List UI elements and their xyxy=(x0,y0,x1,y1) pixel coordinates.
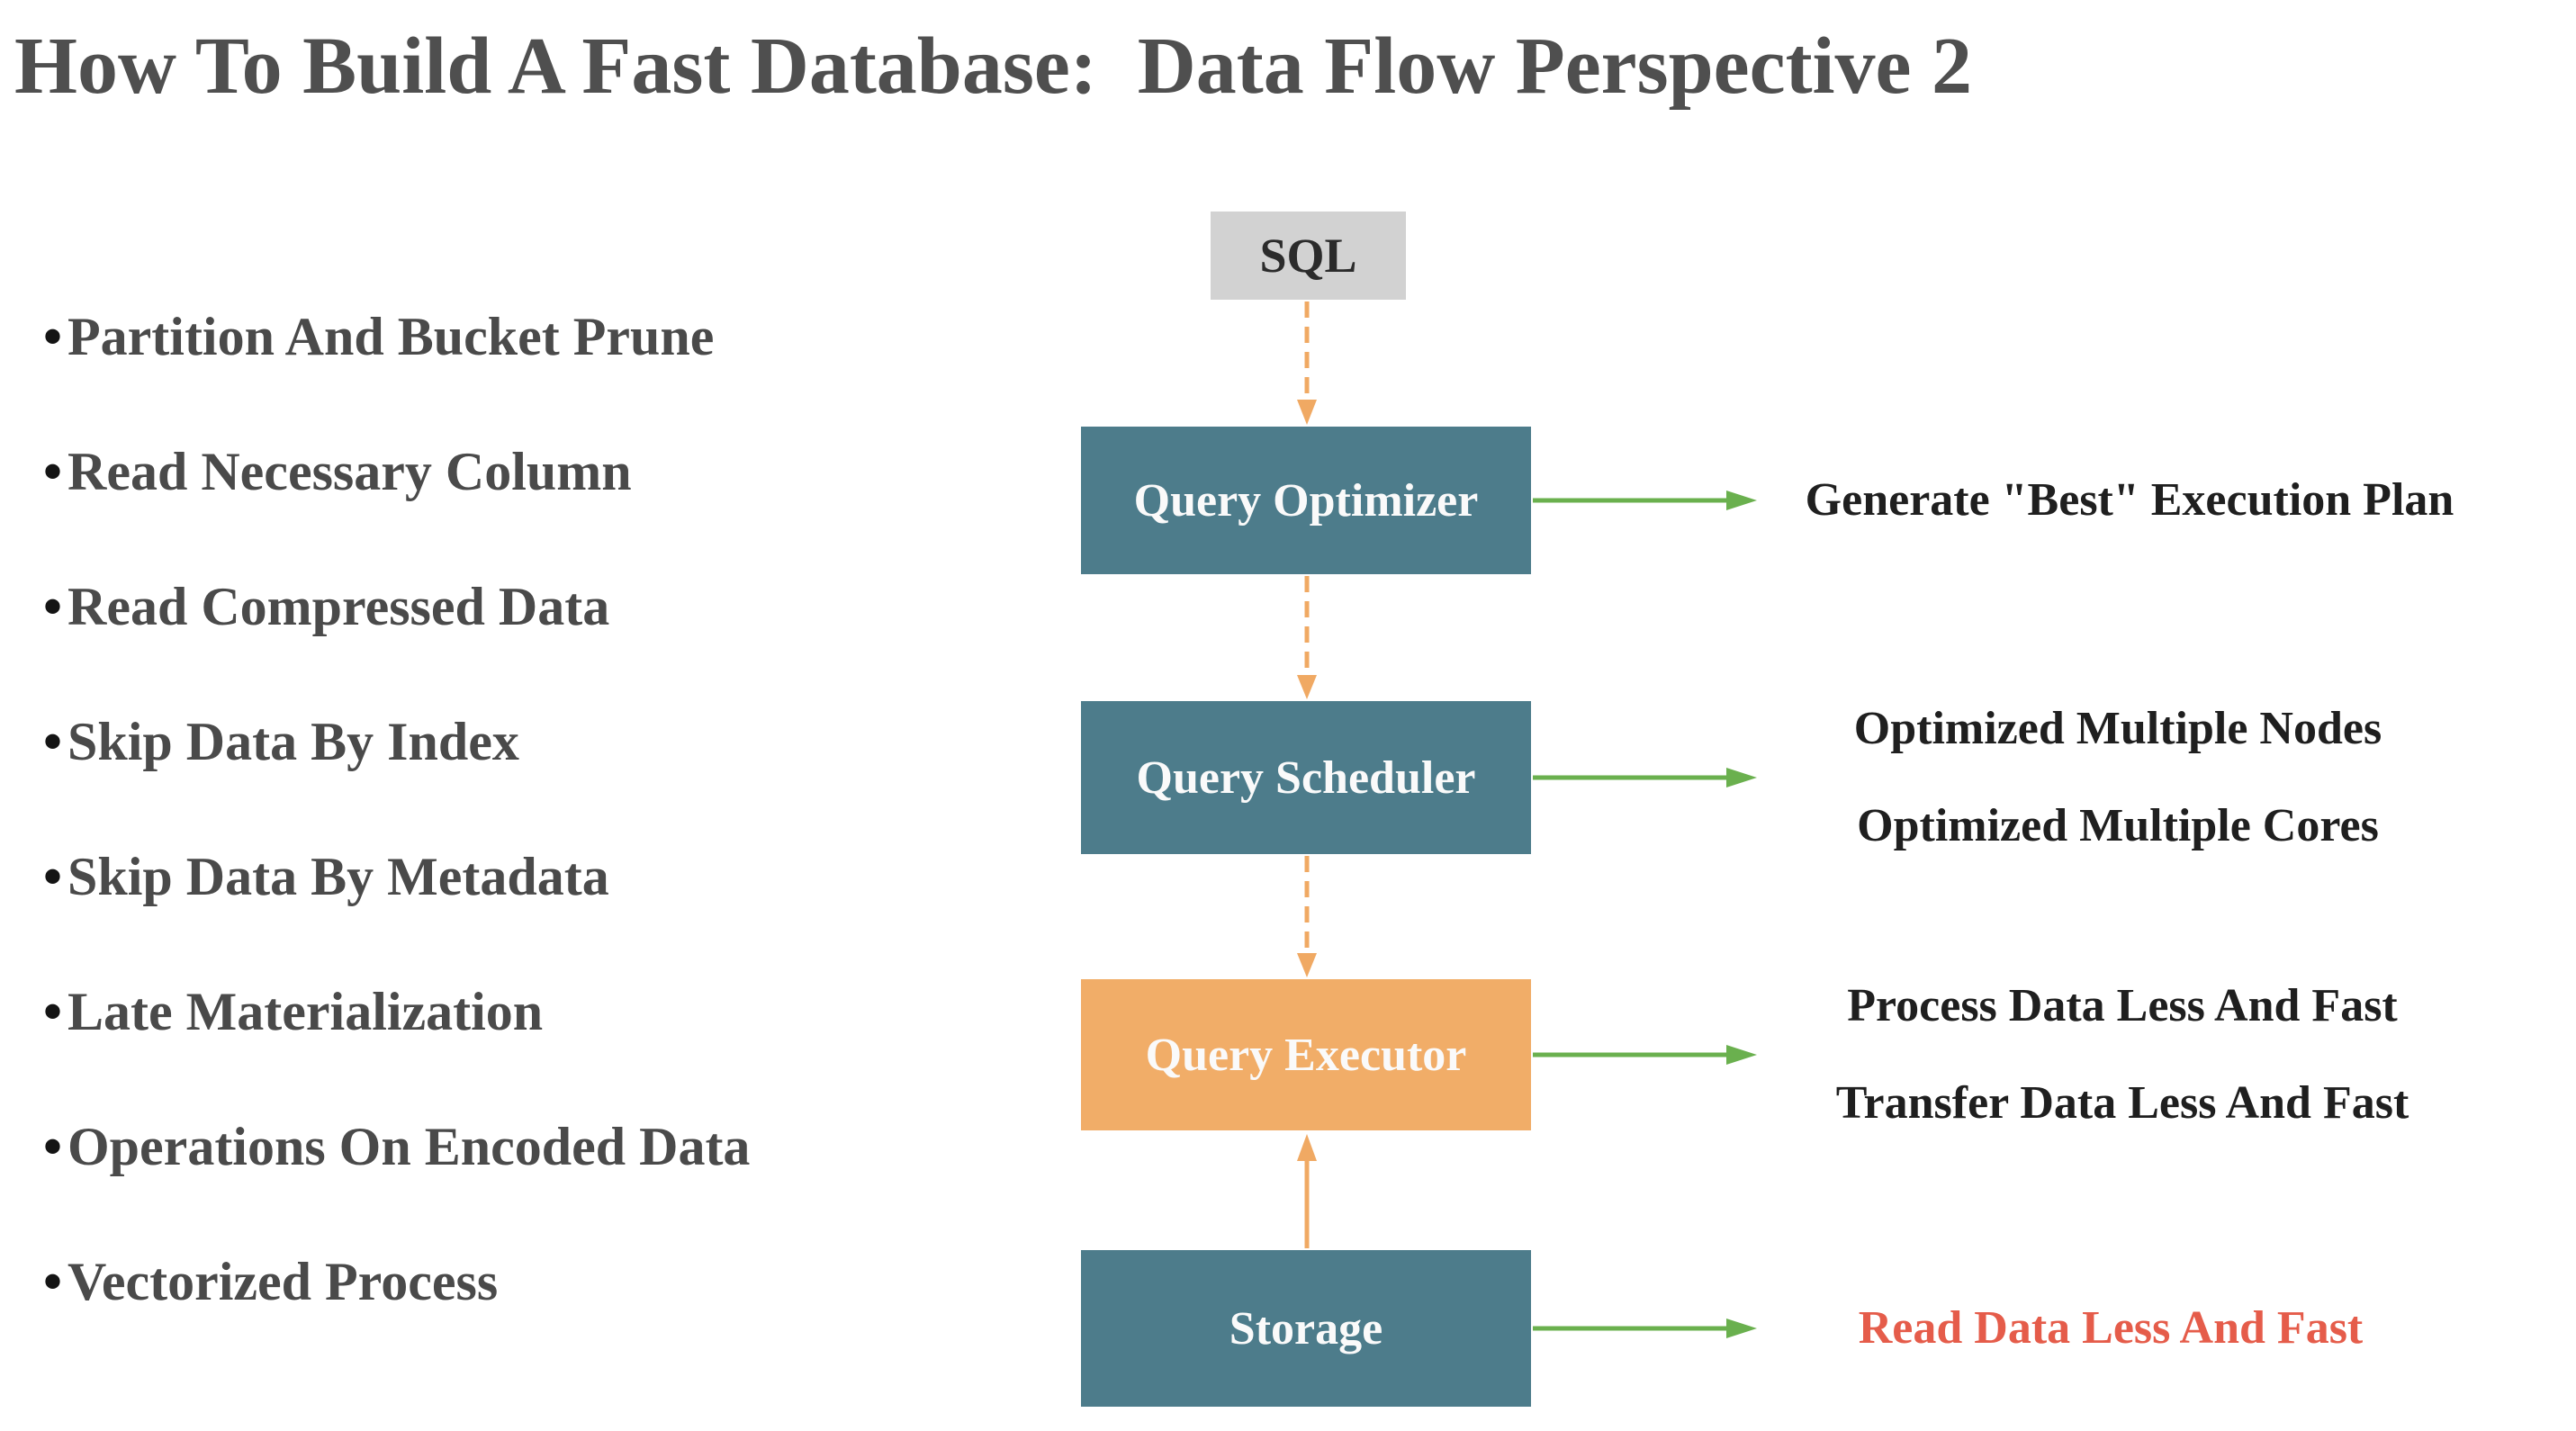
bullet-icon: • xyxy=(43,1116,63,1176)
annotation-line: Transfer Data Less And Fast xyxy=(1835,1077,2409,1129)
arrow-scheduler-to-executor xyxy=(1297,856,1317,977)
bullet-icon: • xyxy=(43,846,63,906)
arrow-scheduler-to-annotation xyxy=(1533,768,1757,788)
node-label: Storage xyxy=(1229,1302,1383,1354)
node-label: Query Executor xyxy=(1145,1029,1467,1081)
annotation-optimizer: Generate "Best" Execution Plan xyxy=(1806,475,2454,526)
annotation-line: Optimized Multiple Cores xyxy=(1857,800,2379,851)
bullet-icon: • xyxy=(43,1251,63,1311)
flow-node-sql: SQL xyxy=(1211,212,1406,300)
node-label: Query Scheduler xyxy=(1136,752,1476,804)
bullet-label: Late Materialization xyxy=(68,981,544,1041)
annotation-line: Generate "Best" Execution Plan xyxy=(1805,474,2454,526)
bullet-label: Read Necessary Column xyxy=(68,441,632,501)
list-item: • Vectorized Process xyxy=(43,1214,750,1349)
annotation-storage-highlight: Read Data Less And Fast xyxy=(1859,1303,2364,1354)
annotation-line: Process Data Less And Fast xyxy=(1847,980,2398,1031)
bullet-icon: • xyxy=(43,306,63,366)
flow-node-storage: Storage xyxy=(1081,1250,1531,1407)
bullet-label: Partition And Bucket Prune xyxy=(68,306,715,366)
annotation-scheduler: Optimized Multiple Nodes Optimized Multi… xyxy=(1854,704,2382,851)
list-item: • Late Materialization xyxy=(43,944,750,1079)
list-item: • Skip Data By Index xyxy=(43,674,750,809)
flow-node-query-scheduler: Query Scheduler xyxy=(1081,701,1531,854)
bullet-icon: • xyxy=(43,576,63,636)
arrow-sql-to-optimizer xyxy=(1297,302,1317,425)
bullet-label: Skip Data By Index xyxy=(68,711,519,771)
bullet-label: Vectorized Process xyxy=(68,1251,499,1311)
arrow-optimizer-to-annotation xyxy=(1533,490,1757,510)
bullet-label: Skip Data By Metadata xyxy=(68,846,609,906)
node-label: Query Optimizer xyxy=(1133,474,1479,526)
annotation-line: Optimized Multiple Nodes xyxy=(1853,703,2382,754)
node-label: SQL xyxy=(1259,229,1357,283)
list-item: • Read Compressed Data xyxy=(43,539,750,674)
list-item: • Operations On Encoded Data xyxy=(43,1079,750,1214)
bullet-icon: • xyxy=(43,981,63,1041)
list-item: • Skip Data By Metadata xyxy=(43,809,750,944)
flow-node-query-optimizer: Query Optimizer xyxy=(1081,427,1531,574)
arrow-storage-to-executor xyxy=(1297,1134,1317,1248)
arrow-executor-to-annotation xyxy=(1533,1045,1757,1065)
annotation-executor: Process Data Less And Fast Transfer Data… xyxy=(1836,981,2409,1129)
flow-node-query-executor: Query Executor xyxy=(1081,979,1531,1130)
bullet-icon: • xyxy=(43,711,63,771)
list-item: • Read Necessary Column xyxy=(43,404,750,539)
list-item: • Partition And Bucket Prune xyxy=(43,269,750,404)
optimization-bullet-list: • Partition And Bucket Prune • Read Nece… xyxy=(43,269,750,1349)
arrow-storage-to-annotation xyxy=(1533,1318,1757,1338)
annotation-line: Read Data Less And Fast xyxy=(1858,1302,2364,1354)
bullet-label: Read Compressed Data xyxy=(68,576,610,636)
arrow-optimizer-to-scheduler xyxy=(1297,576,1317,699)
page-title: How To Build A Fast Database: Data Flow … xyxy=(14,22,1972,111)
bullet-icon: • xyxy=(43,441,63,501)
bullet-label: Operations On Encoded Data xyxy=(68,1116,751,1176)
